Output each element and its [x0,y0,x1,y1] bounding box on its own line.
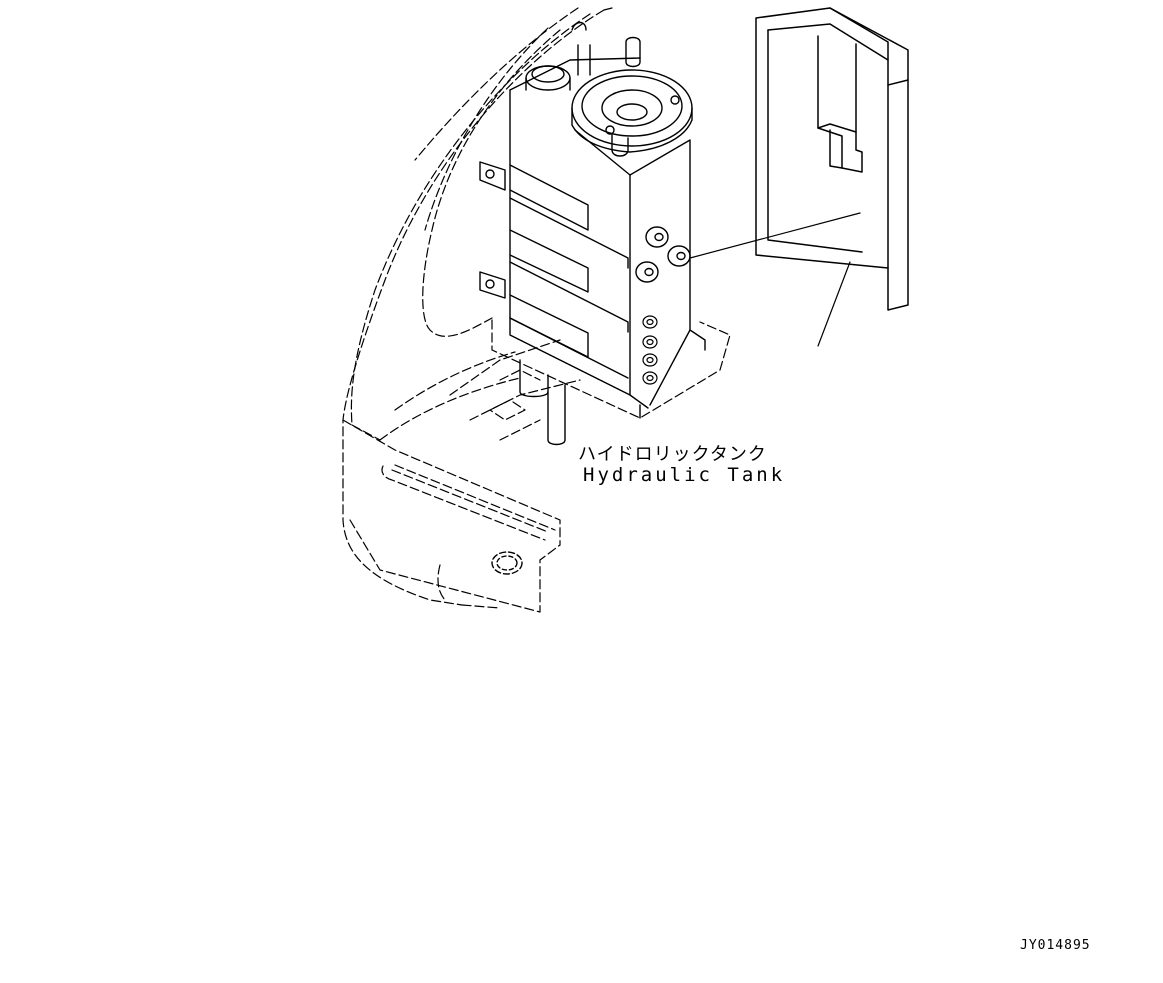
machine-body-outline [342,7,613,613]
callout-label-english: Hydraulic Tank [583,464,786,486]
leader-lines [689,212,861,347]
detail-plate [755,7,909,311]
body-port [491,551,523,575]
drawing-number: JY014895 [1020,938,1091,953]
callout-label-japanese: ハイドロリックタンク [578,444,767,465]
hydraulic-tank [479,21,731,446]
